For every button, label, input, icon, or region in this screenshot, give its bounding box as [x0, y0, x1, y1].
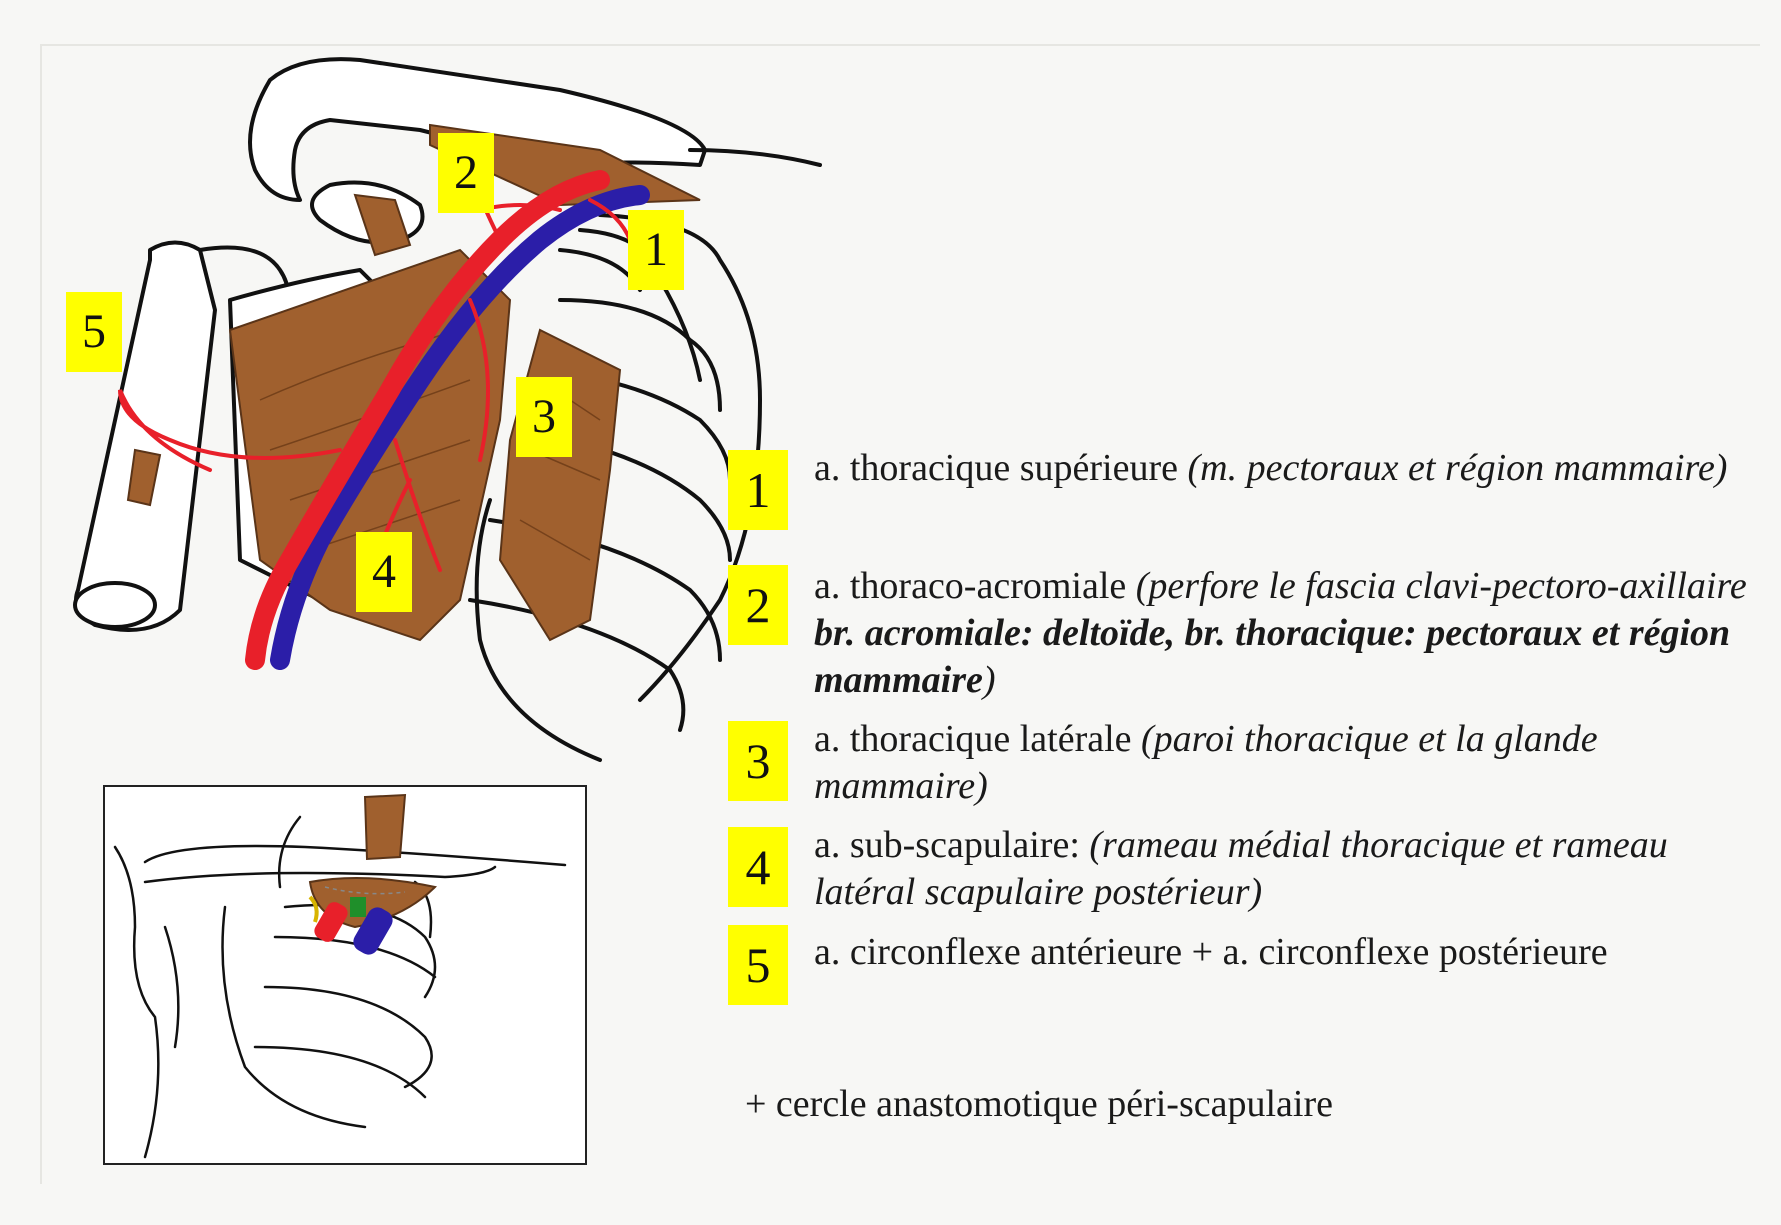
inset-nerve: [350, 897, 366, 917]
legend-badge: 5: [728, 925, 788, 1005]
frame-line: [40, 44, 1760, 46]
inset-rib: [263, 985, 433, 1089]
legend-badge: 4: [728, 827, 788, 907]
legend-text: a. circonflexe antérieure + a. circonfle…: [814, 931, 1608, 973]
inset-diagram: [103, 785, 587, 1165]
rib-outline: [468, 598, 686, 732]
inset-vein: [353, 907, 393, 955]
coracoid-muscle-stub: [353, 193, 412, 257]
circumflex-branch: [118, 389, 342, 472]
lateral-thoracic-branch: [468, 298, 490, 462]
figure-label-3: 3: [516, 377, 572, 457]
inset-pectoralis-minor: [363, 793, 407, 861]
legend-badge: 2: [728, 565, 788, 645]
figure-label-4: 4: [356, 532, 412, 612]
legend-text: a. sub-scapulaire: (rameau médial thorac…: [814, 824, 1668, 913]
legend-badge: 1: [728, 450, 788, 530]
figure-label-2: 2: [438, 133, 494, 213]
rib-outline: [558, 298, 722, 412]
legend-text: a. thoracique latérale (paroi thoracique…: [814, 718, 1598, 807]
axillary-artery-illustration: [73, 57, 822, 762]
axillary-artery: [245, 170, 610, 670]
legend-badge: 3: [728, 721, 788, 801]
rib-outline: [598, 213, 762, 702]
inset-clavicle: [143, 844, 567, 867]
frame-line: [40, 44, 42, 1184]
legend-text: a. thoracique supérieure (m. pectoraux e…: [814, 447, 1728, 489]
figure-label-1: 1: [628, 210, 684, 290]
anastomosis-note: + cercle anastomotique péri-scapulaire: [745, 1083, 1333, 1125]
axillary-vein: [270, 185, 650, 670]
arm-muscle-stub: [126, 448, 162, 507]
figure-label-5: 5: [66, 292, 122, 372]
inset-rib: [253, 1045, 427, 1099]
inset-artery: [314, 902, 348, 942]
legend-text: a. thoraco-acromiale (perfore le fascia …: [814, 565, 1747, 701]
inset-illustration: [113, 793, 567, 1159]
